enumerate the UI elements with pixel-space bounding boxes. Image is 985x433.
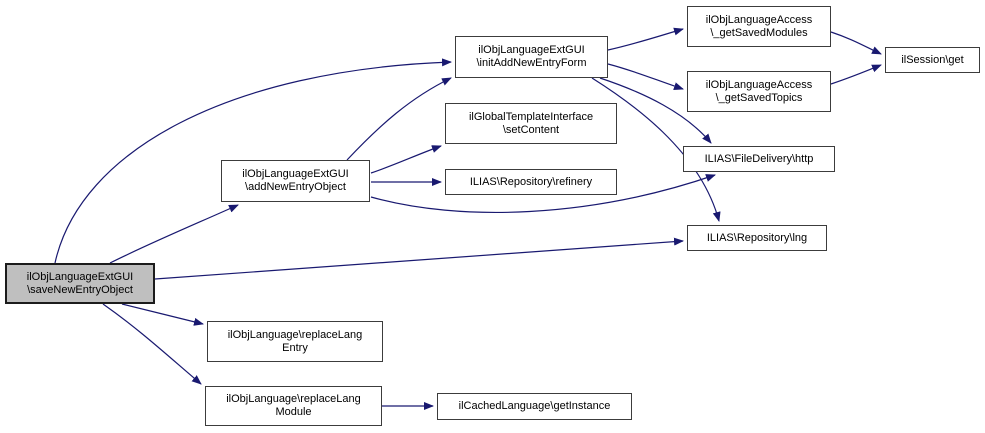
node-label-line: ILIAS\Repository\lng bbox=[706, 231, 808, 244]
node-replace-lang-entry[interactable]: ilObjLanguage\replaceLang Entry bbox=[207, 321, 383, 362]
node-file-delivery-http[interactable]: ILIAS\FileDelivery\http bbox=[683, 146, 835, 172]
edge-initform-to-savedmodules bbox=[607, 27, 684, 51]
edge-save-to-lng bbox=[154, 237, 684, 280]
node-get-saved-modules[interactable]: ilObjLanguageAccess \_getSavedModules bbox=[687, 6, 831, 47]
node-label-line: ilSession\get bbox=[901, 53, 964, 66]
node-label-line: ilObjLanguageAccess bbox=[705, 13, 813, 26]
edge-save-to-addentry bbox=[109, 204, 239, 264]
edge-save-to-replaceentry bbox=[121, 303, 204, 326]
node-label-line: \_getSavedModules bbox=[710, 26, 808, 39]
node-label-line: ilGlobalTemplateInterface bbox=[468, 110, 594, 123]
edge-savedtopics-to-sessionget bbox=[830, 64, 882, 85]
node-label-line: \saveNewEntryObject bbox=[27, 283, 133, 296]
node-label-line: ilObjLanguageExtGUI bbox=[478, 44, 585, 56]
node-label-line: \setContent bbox=[502, 123, 560, 136]
node-label-line: ilObjLanguage\replaceLang bbox=[227, 328, 363, 341]
node-label-line: ilObjLanguage\replaceLang bbox=[226, 393, 361, 405]
node-replace-lang-module[interactable]: ilObjLanguage\replaceLang Module bbox=[205, 386, 382, 426]
node-repository-lng[interactable]: ILIAS\Repository\lng bbox=[687, 225, 827, 251]
node-add-new-entry-object[interactable]: ilObjLanguageExtGUI \addNewEntryObject bbox=[221, 160, 370, 202]
node-repository-refinery[interactable]: ILIAS\Repository\refinery bbox=[445, 169, 617, 195]
edge-initform-to-lng bbox=[591, 77, 721, 222]
node-label-line: Entry bbox=[282, 341, 308, 354]
edge-savedmodules-to-sessionget bbox=[830, 31, 882, 55]
node-get-saved-topics[interactable]: ilObjLanguageAccess \_getSavedTopics bbox=[687, 71, 831, 112]
node-label-line: \addNewEntryObject bbox=[245, 181, 346, 193]
node-label-line: ILIAS\FileDelivery\http bbox=[704, 152, 814, 165]
node-session-get[interactable]: ilSession\get bbox=[885, 47, 980, 73]
node-label-line: ilObjLanguageExtGUI bbox=[26, 270, 134, 283]
edge-addentry-to-setcontent bbox=[370, 145, 442, 174]
edge-initform-to-http bbox=[599, 77, 712, 144]
node-label-line: ilObjLanguageAccess bbox=[705, 78, 813, 91]
node-get-instance[interactable]: ilCachedLanguage\getInstance bbox=[437, 393, 632, 420]
node-set-content[interactable]: ilGlobalTemplateInterface \setContent bbox=[445, 103, 617, 144]
edge-addentry-to-http bbox=[370, 174, 716, 214]
node-label-line: ilObjLanguageExtGUI bbox=[242, 168, 349, 180]
edge-addentry-to-initform bbox=[346, 77, 452, 161]
edge-initform-to-savedtopics bbox=[607, 63, 684, 90]
node-label-line: \initAddNewEntryForm bbox=[476, 57, 587, 69]
node-label-line: \_getSavedTopics bbox=[715, 91, 803, 104]
node-label-line: ILIAS\Repository\refinery bbox=[469, 175, 593, 188]
node-init-add-new-entry-form[interactable]: ilObjLanguageExtGUI \initAddNewEntryForm bbox=[455, 36, 608, 78]
node-label-line: Module bbox=[275, 406, 312, 418]
node-label-line: ilCachedLanguage\getInstance bbox=[458, 400, 611, 412]
edge-save-to-replacemodule bbox=[102, 303, 202, 385]
edge-save-to-initform bbox=[54, 58, 452, 264]
node-save-new-entry-object[interactable]: ilObjLanguageExtGUI \saveNewEntryObject bbox=[5, 263, 155, 304]
